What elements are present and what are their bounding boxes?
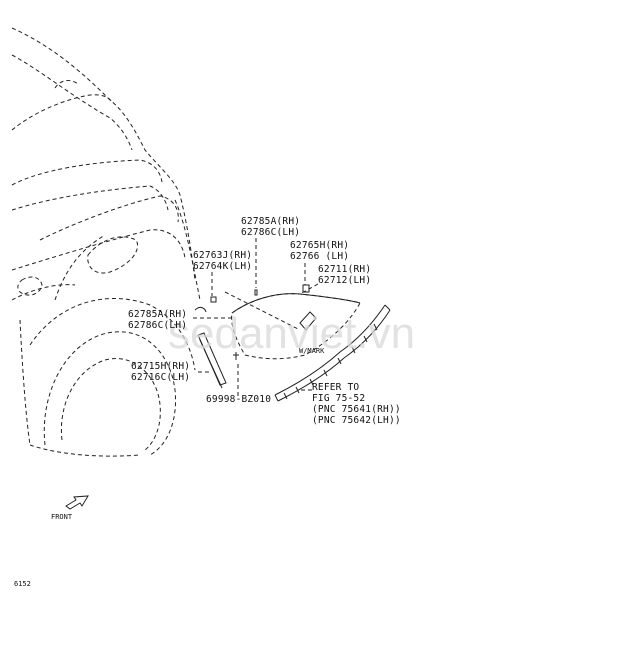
part-label-62786C: 62786C(LH) bbox=[241, 227, 300, 238]
part-label-62785A-lower: 62785A(RH) bbox=[128, 309, 187, 320]
front-arrow-icon bbox=[65, 495, 89, 510]
quarter-window-glass bbox=[231, 293, 361, 360]
part-label-62786C-lower: 62786C(LH) bbox=[128, 320, 187, 331]
front-label: FRONT bbox=[51, 513, 73, 521]
part-label-62764K: 62764K(LH) bbox=[193, 261, 252, 272]
pillar-garnish bbox=[197, 332, 227, 389]
figure-number: 6152 bbox=[14, 580, 31, 588]
part-label-69998: 69998-BZ010 bbox=[206, 394, 271, 405]
part-label-62712: 62712(LH) bbox=[318, 275, 371, 286]
part-label-62766: 62766 (LH) bbox=[290, 251, 349, 262]
part-label-62711: 62711(RH) bbox=[318, 264, 371, 275]
part-label-62785A: 62785A(RH) bbox=[241, 216, 300, 227]
leader-lines bbox=[193, 238, 319, 396]
refer-note-line-4: (PNC 75642(LH)) bbox=[312, 415, 401, 426]
part-label-62716C: 62716C(LH) bbox=[131, 372, 190, 383]
refer-note-line-1: REFER TO bbox=[312, 382, 359, 393]
part-label-62765H: 62765H(RH) bbox=[290, 240, 349, 251]
clips bbox=[194, 284, 310, 360]
part-label-62763J: 62763J(RH) bbox=[193, 250, 252, 261]
vehicle-body-outline bbox=[11, 27, 201, 457]
wmark-label: W/MARK bbox=[299, 347, 325, 355]
refer-note-line-2: FIG 75-52 bbox=[312, 393, 365, 404]
refer-note-line-3: (PNC 75641(RH)) bbox=[312, 404, 401, 415]
watermark-text: sedanviet.vn bbox=[168, 309, 415, 358]
part-label-62715H: 62715H(RH) bbox=[131, 361, 190, 372]
weatherstrip bbox=[274, 304, 391, 402]
